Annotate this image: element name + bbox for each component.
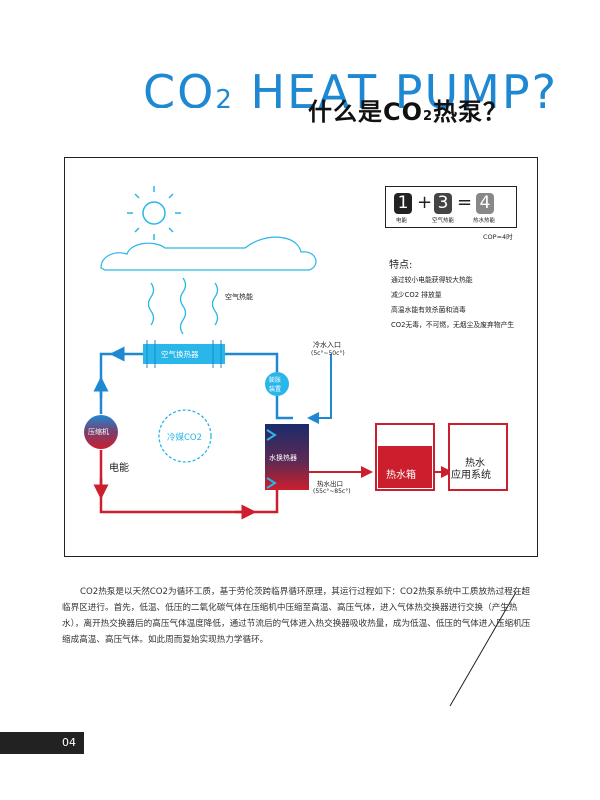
description-paragraph: CO2热泵是以天然CO2为循环工质，基于劳伦茨跨临界循环原理，其运行过程如下：C… (62, 587, 531, 645)
water-heat-exchanger (265, 424, 309, 490)
expansion-label-a: 膨胀 (269, 377, 282, 384)
feature-item: CO2无毒，不可燃，无烟尘及废弃物产生 (391, 321, 515, 329)
hot-water-tank (375, 423, 435, 491)
heat-wave-icon (147, 277, 219, 335)
cold-water-range-label: (5c°~50c°) (311, 350, 345, 357)
compressor-label: 压缩机 (88, 428, 109, 436)
expansion-valve (265, 372, 289, 396)
hot-water-range-label: (55c°~85c°) (313, 488, 351, 495)
air-heat-label: 空气热能 (225, 293, 253, 301)
feature-item: 通过较小电能获得较大热能 (391, 276, 473, 284)
title-en-sub: 2 (215, 85, 234, 108)
hot-system-label-b: 应用系统 (451, 470, 491, 481)
refrigerant-label: 冷媒CO2 (167, 433, 203, 443)
heat-pump-diagram: 空气热能 空气换热器 冷水入口 (5c°~50c°) 膨胀 装置 压缩机 电能 … (64, 157, 538, 557)
diagram-svg (84, 186, 508, 520)
feature-item: 减少CO2 排放量 (391, 291, 442, 299)
cop-hotwater-tile: 4 (476, 193, 494, 214)
title-en-rest: HEAT PUMP? (233, 65, 559, 108)
features-title: 特点: (389, 260, 413, 271)
hot-water-outlet-label: 热水出口 (317, 480, 343, 488)
title-cn-a: 什么是CO (308, 98, 424, 126)
cop-air-tile: 3 (434, 193, 452, 214)
cop-electric-tile: 1 (394, 193, 412, 214)
cold-water-inlet-label: 冷水入口 (313, 341, 341, 349)
cop-hotwater-label: 热水热能 (473, 218, 496, 224)
hot-water-system-box (448, 423, 508, 491)
cop-equals: = (457, 192, 473, 213)
title-english: CO2 HEAT PUMP? (143, 62, 563, 108)
cop-plus: + (417, 192, 433, 213)
expansion-label-b: 装置 (269, 386, 282, 393)
cop-air-label: 空气热能 (432, 218, 455, 224)
feature-item: 高温水能有效杀菌和消毒 (391, 306, 466, 314)
title-chinese: 什么是CO2热泵？ (308, 92, 508, 127)
footer-bar (0, 732, 84, 754)
title-cn-sub: 2 (423, 109, 434, 124)
cloud-icon (100, 236, 317, 271)
cop-caption: COP=4时 (483, 233, 513, 241)
air-exchanger-label: 空气换热器 (161, 350, 199, 359)
cop-equation-box: 1 + 3 = 4 电能 空气热能 热水热能 (385, 186, 517, 228)
hot-system-label-a: 热水 (465, 458, 485, 469)
air-heat-exchanger (143, 340, 225, 368)
page-number: 04 (62, 736, 76, 749)
title-en-co: CO (143, 65, 216, 108)
sun-icon (127, 186, 181, 240)
title-cn-b: 热泵？ (433, 98, 509, 126)
water-exchanger-label: 水换热器 (269, 454, 297, 462)
electric-energy-label: 电能 (109, 463, 129, 474)
decorative-diagonal (449, 591, 517, 707)
hot-tank-label: 热水箱 (386, 470, 416, 481)
cop-electric-label: 电能 (396, 218, 408, 224)
compressor-icon (84, 415, 118, 449)
refrigerant-cycle-icon (158, 409, 212, 463)
